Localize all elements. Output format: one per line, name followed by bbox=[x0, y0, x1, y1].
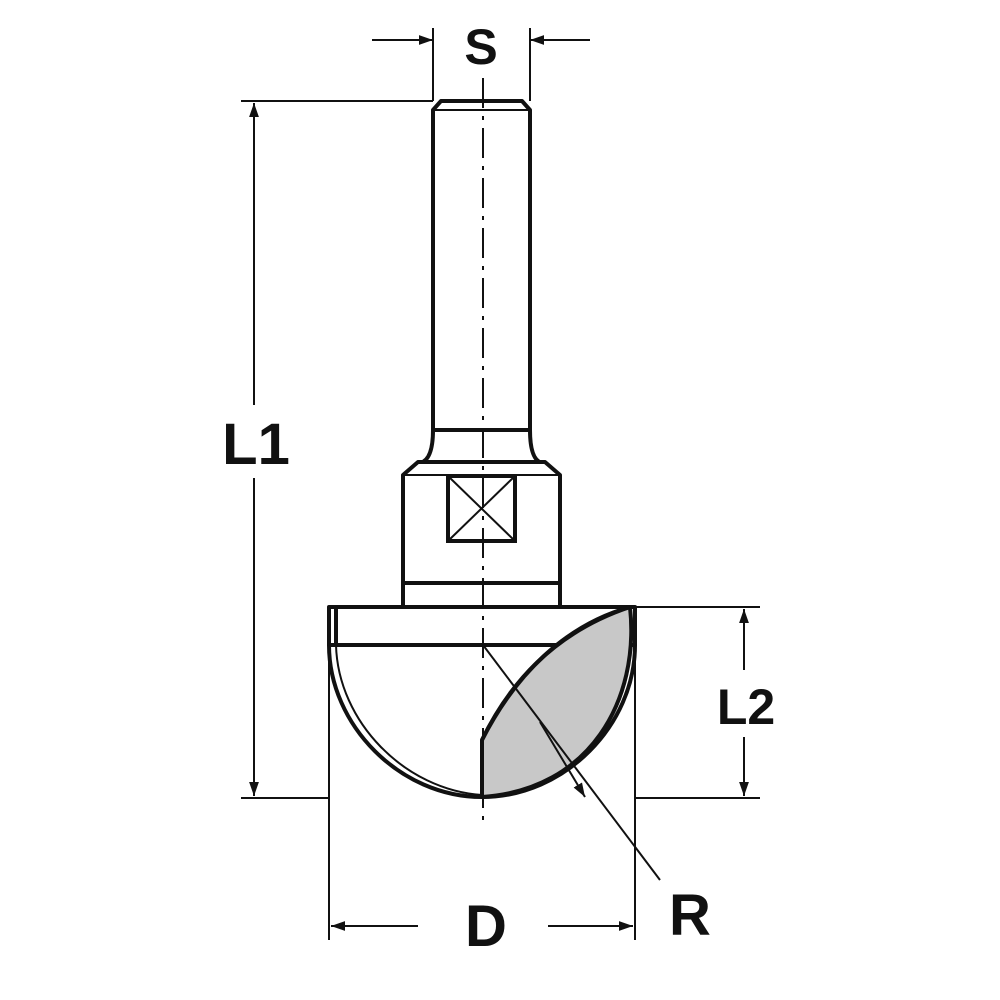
cutter-inner-edge bbox=[335, 644, 483, 796]
dimension-r: R bbox=[482, 644, 711, 948]
dimension-l2: L2 bbox=[635, 606, 775, 799]
label-s: S bbox=[464, 19, 497, 75]
dimension-s: S bbox=[372, 19, 590, 101]
label-r: R bbox=[669, 883, 711, 948]
label-d: D bbox=[465, 894, 507, 959]
wrench-flat bbox=[446, 474, 517, 543]
shank bbox=[431, 99, 532, 432]
label-l1: L1 bbox=[222, 412, 290, 477]
dimension-d: D bbox=[328, 645, 636, 959]
label-l2: L2 bbox=[717, 679, 775, 735]
carbide-insert-edge bbox=[480, 605, 631, 741]
shank-neck bbox=[418, 428, 544, 465]
hub bbox=[401, 460, 562, 609]
router-bit bbox=[327, 99, 637, 799]
dimension-l1: L1 bbox=[222, 100, 433, 799]
